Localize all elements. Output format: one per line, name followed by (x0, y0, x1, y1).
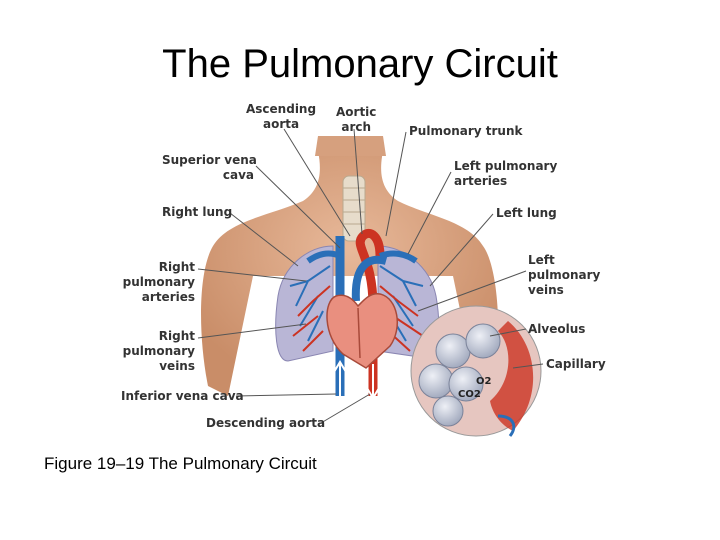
leader-left-pulmonary-veins (417, 270, 527, 312)
label-right-lung: Right lung (162, 205, 233, 219)
label-right-pulmonary-arteries: Right pulmonary arteries (122, 260, 195, 304)
leader-inferior-vena-cava (235, 393, 337, 397)
label-o2: O2 (476, 376, 492, 387)
leader-right-lung (229, 212, 299, 267)
leader-descending-aorta (320, 393, 371, 424)
label-capillary: Capillary (546, 357, 606, 371)
trachea (342, 175, 366, 242)
leader-superior-vena-cava (255, 165, 341, 249)
leader-alveolus (489, 328, 527, 337)
leader-lines (197, 128, 544, 424)
leader-right-pulmonary-arteries (197, 268, 307, 282)
label-left-lung: Left lung (496, 206, 557, 220)
leader-left-pulmonary-arteries (407, 171, 452, 255)
label-right-pulmonary-veins: Right pulmonary veins (122, 329, 195, 373)
leader-aortic-arch (353, 128, 363, 235)
label-left-pulmonary-arteries: Left pulmonary arteries (454, 159, 558, 188)
label-inferior-vena-cava: Inferior vena cava (121, 389, 244, 403)
label-alveolus: Alveolus (528, 322, 586, 336)
torso (201, 136, 499, 396)
heart (326, 292, 398, 369)
flow-arrows (333, 360, 380, 400)
leader-capillary (512, 363, 544, 369)
pulmonary-circuit-figure: Ascending aorta Aortic arch Pulmonary tr… (118, 96, 620, 448)
label-ascending-aorta: Ascending aorta (246, 102, 317, 131)
figure-caption: Figure 19–19 The Pulmonary Circuit (44, 454, 317, 473)
label-co2: CO2 (458, 389, 481, 400)
leader-right-pulmonary-veins (197, 323, 307, 339)
leader-pulmonary-trunk (385, 131, 407, 237)
label-superior-vena-cava: Superior vena cava (162, 153, 257, 182)
leader-left-lung (429, 213, 494, 287)
pulmonary-trunk-vessel (351, 255, 388, 302)
leader-ascending-aorta (283, 128, 351, 237)
alveolus-inset (410, 305, 542, 437)
slide-title: The Pulmonary Circuit (162, 42, 558, 86)
label-aortic-arch: Aortic arch (336, 105, 377, 134)
label-pulmonary-trunk: Pulmonary trunk (409, 124, 523, 138)
label-descending-aorta: Descending aorta (206, 416, 326, 430)
aorta-vessel (355, 228, 385, 396)
anatomy-illustration (197, 128, 544, 437)
label-left-pulmonary-veins: Left pulmonary veins (528, 253, 601, 297)
